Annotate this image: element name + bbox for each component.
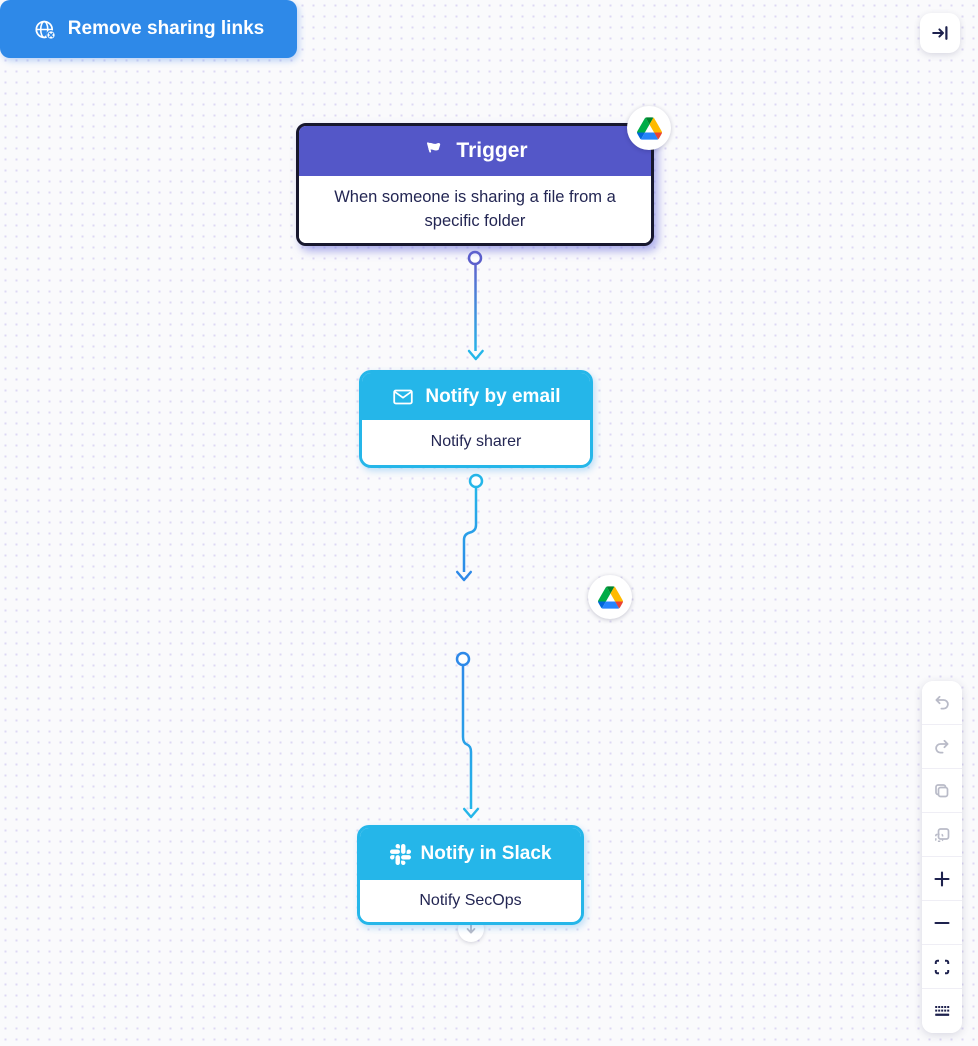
grid-toggle-button[interactable] [922, 989, 962, 1033]
notify-slack-header: Notify in Slack [360, 828, 581, 880]
trigger-description: When someone is sharing a file from a sp… [299, 176, 651, 243]
trigger-node[interactable]: Trigger When someone is sharing a file f… [296, 123, 654, 246]
notify-slack-title: Notify in Slack [420, 843, 552, 864]
notify-slack-description: Notify SecOps [360, 880, 581, 921]
google-drive-icon [636, 116, 662, 140]
duplicate-button[interactable] [922, 813, 962, 857]
redo-icon [935, 739, 949, 753]
notify-email-title: Notify by email [425, 385, 561, 407]
copy-button[interactable] [922, 769, 962, 813]
copy-icon [935, 783, 949, 797]
globe-off-icon [35, 20, 56, 40]
notify-email-node[interactable]: Notify by email Notify sharer [359, 370, 593, 468]
flag-icon [427, 142, 441, 153]
undo-icon [935, 695, 949, 709]
canvas-toolbar [922, 681, 962, 1033]
grid-dock-icon [935, 1006, 950, 1016]
fit-view-button[interactable] [922, 945, 962, 989]
connector-port[interactable] [467, 250, 483, 266]
envelope-icon [393, 389, 414, 404]
zoom-in-button[interactable] [922, 857, 962, 901]
connector-port[interactable] [468, 473, 484, 489]
connector-port[interactable] [455, 651, 471, 667]
google-drive-badge [588, 575, 632, 619]
undo-button[interactable] [922, 681, 962, 725]
duplicate-icon [935, 827, 950, 842]
trigger-title: Trigger [456, 139, 528, 162]
trigger-node-header: Trigger [299, 126, 651, 176]
redo-button[interactable] [922, 725, 962, 769]
notify-email-description: Notify sharer [362, 420, 590, 464]
slack-icon [389, 843, 411, 865]
plus-icon [934, 870, 950, 887]
google-drive-badge [627, 106, 671, 150]
remove-sharing-links-node[interactable]: Remove sharing links [0, 0, 297, 58]
remove-sharing-links-title: Remove sharing links [67, 18, 265, 39]
collapse-panel-button[interactable] [920, 13, 960, 53]
zoom-out-button[interactable] [922, 901, 962, 945]
google-drive-icon [597, 585, 623, 609]
arrow-to-bar-icon [932, 26, 948, 40]
notify-email-header: Notify by email [362, 373, 590, 420]
notify-slack-node[interactable]: Notify in Slack Notify SecOps [357, 825, 584, 925]
minus-icon [934, 921, 950, 924]
arrow-down-icon [466, 923, 476, 934]
fit-screen-icon [934, 959, 950, 974]
